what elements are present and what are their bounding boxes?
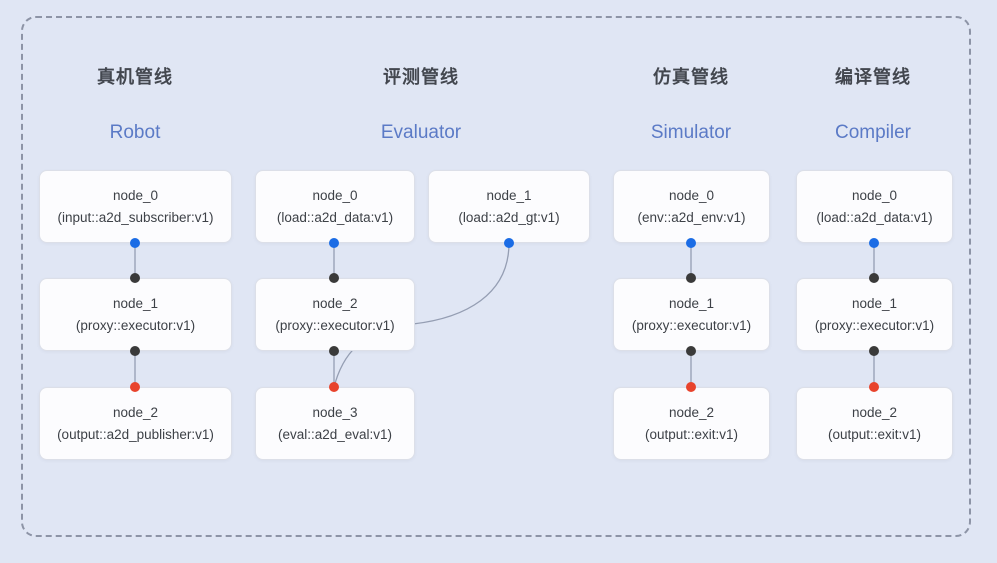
pipeline-title-zh-evaluator: 评测管线 [383,67,459,87]
port-in-compiler-node1 [869,273,879,283]
pipeline-title-en-simulator: Simulator [650,122,732,143]
node-type: (proxy::executor:v1) [814,317,935,333]
dashed-frame [21,16,971,537]
node-type: (proxy::executor:v1) [275,317,395,333]
pipeline-title-en-evaluator: Evaluator [380,122,462,143]
node-name: node_0 [851,187,898,203]
port-in-simulator-node2 [686,382,696,392]
node-name: node_0 [312,187,358,203]
node-type: (proxy::executor:v1) [75,317,196,333]
node-type: (eval::a2d_eval:v1) [277,426,393,442]
pipeline-title-en-robot: Robot [109,122,161,143]
port-out-compiler-node0 [869,238,879,248]
port-in-robot-node2 [130,382,140,392]
node-robot-node2: node_2 (output::a2d_publisher:v1) [39,387,232,460]
port-out-robot-node1 [130,346,140,356]
node-name: node_1 [668,295,715,311]
port-in-robot-node1 [130,273,140,283]
node-simulator-node0: node_0 (env::a2d_env:v1) [613,170,770,243]
node-compiler-node1: node_1 (proxy::executor:v1) [796,278,953,351]
node-name: node_2 [851,404,898,420]
port-out-robot-node0 [130,238,140,248]
port-out-evaluator-node2 [329,346,339,356]
node-name: node_2 [112,404,159,420]
port-in-compiler-node2 [869,382,879,392]
node-evaluator-node0: node_0 (load::a2d_data:v1) [255,170,415,243]
pipeline-title-zh-robot: 真机管线 [97,67,173,87]
node-name: node_0 [668,187,715,203]
node-type: (input::a2d_subscriber:v1) [57,209,214,225]
node-compiler-node0: node_0 (load::a2d_data:v1) [796,170,953,243]
node-compiler-node2: node_2 (output::exit:v1) [796,387,953,460]
node-type: (output::exit:v1) [827,426,922,442]
node-simulator-node1: node_1 (proxy::executor:v1) [613,278,770,351]
pipeline-title-en-compiler: Compiler [834,122,912,143]
node-name: node_1 [851,295,898,311]
node-name: node_1 [112,295,159,311]
port-out-evaluator-node1 [504,238,514,248]
node-evaluator-node2: node_2 (proxy::executor:v1) [255,278,415,351]
port-in-evaluator-node3 [329,382,339,392]
node-robot-node1: node_1 (proxy::executor:v1) [39,278,232,351]
node-type: (output::exit:v1) [644,426,739,442]
node-name: node_0 [112,187,159,203]
port-out-simulator-node0 [686,238,696,248]
node-name: node_2 [312,295,358,311]
port-out-compiler-node1 [869,346,879,356]
port-out-simulator-node1 [686,346,696,356]
node-name: node_1 [486,187,532,203]
port-in-simulator-node1 [686,273,696,283]
pipeline-title-zh-compiler: 编译管线 [835,67,911,87]
node-name: node_2 [668,404,715,420]
pipeline-title-zh-simulator: 仿真管线 [653,67,729,87]
node-type: (proxy::executor:v1) [631,317,752,333]
node-name: node_3 [312,404,358,420]
port-out-evaluator-node0 [329,238,339,248]
node-type: (env::a2d_env:v1) [637,209,746,225]
node-robot-node0: node_0 (input::a2d_subscriber:v1) [39,170,232,243]
node-type: (output::a2d_publisher:v1) [57,426,214,442]
node-evaluator-node1: node_1 (load::a2d_gt:v1) [428,170,590,243]
node-simulator-node2: node_2 (output::exit:v1) [613,387,770,460]
node-type: (load::a2d_gt:v1) [458,209,560,225]
node-evaluator-node3: node_3 (eval::a2d_eval:v1) [255,387,415,460]
port-in-evaluator-node2 [329,273,339,283]
node-type: (load::a2d_data:v1) [276,209,394,225]
node-type: (load::a2d_data:v1) [816,209,933,225]
